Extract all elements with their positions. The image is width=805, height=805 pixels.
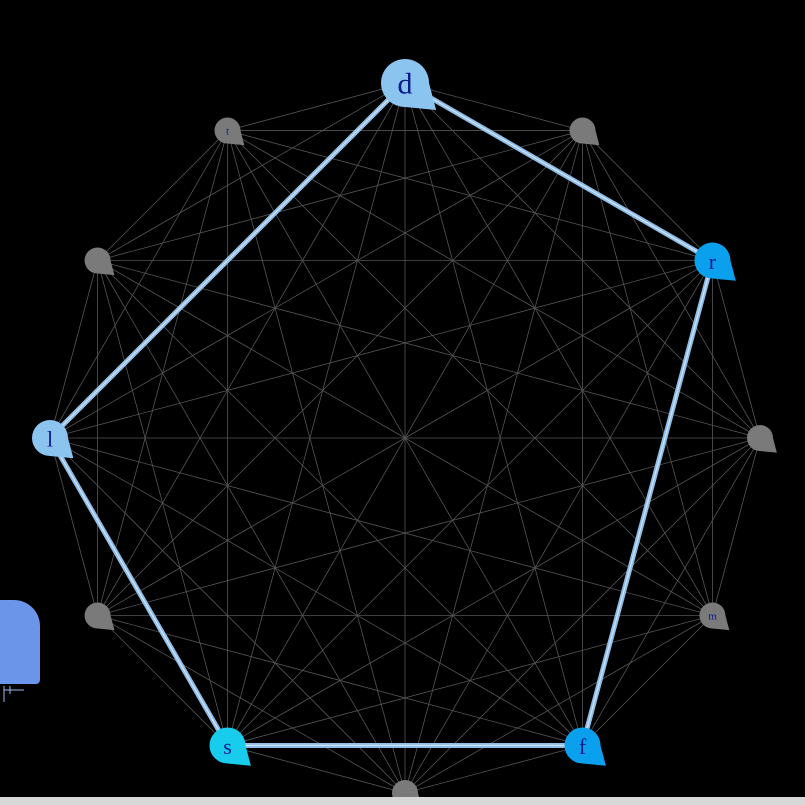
graph-edge [49,260,98,439]
graph-edge [227,745,406,794]
graph-edge [97,130,228,261]
node-shape [84,247,115,276]
node-label: l [47,427,53,452]
complete-graph-edges [49,82,761,794]
graph-edge [49,130,228,439]
graph-edge [97,260,761,439]
side-tab-handle-icon [3,686,24,702]
graph-edge [227,130,761,439]
node-label: m [708,611,717,623]
graph-edge [227,130,713,616]
node-label: t [226,126,229,138]
side-panel-tab[interactable] [0,600,40,684]
node-shape [747,425,777,453]
graph-edge [404,130,583,794]
graph-node-l[interactable]: l [32,420,74,459]
bottom-status-bar [0,797,805,805]
node-label: f [579,734,587,759]
graph-node-r[interactable]: r [694,242,736,281]
node-label: d [398,68,413,101]
graph-edge [97,130,583,616]
node-shape [381,59,437,111]
node-shape [84,602,115,631]
node-shape [564,727,606,766]
graph-edge [582,130,713,261]
graph-node-d[interactable]: d [381,59,437,111]
graph-nodes: d r m f s l t [32,59,777,805]
graph-edge [404,745,583,794]
graph-edge [404,82,583,131]
node-shape [214,117,245,146]
graph-edge [227,130,406,794]
node-shape [209,727,251,766]
graph-node-f[interactable]: f [564,727,606,766]
node-shape [699,602,730,631]
path-edge-highlight [49,82,406,439]
highlighted-path [47,80,715,748]
node-shape [32,420,74,459]
node-shape [569,117,600,146]
path-edge-highlight [404,82,713,262]
graph-edge [97,260,583,746]
graph-edge [97,615,228,746]
graph-edge [227,130,713,261]
graph-node-t[interactable]: t [214,117,245,146]
graph-edge [49,437,98,616]
node-shape [694,242,736,281]
graph-edge [582,615,713,746]
graph-edge [97,130,228,616]
node-label: s [223,734,232,759]
graph-edge [49,437,713,616]
graph-edge [227,260,713,746]
graph-edge [97,260,228,746]
graph-edge [97,615,406,794]
graph-node[interactable] [569,117,600,146]
path-edge-highlight [581,260,714,746]
graph-node[interactable] [747,425,777,453]
path-edge-highlight [49,437,229,746]
graph-edge [712,437,761,616]
graph-node-s[interactable]: s [209,727,251,766]
graph-node[interactable] [84,247,115,276]
graph-edge [49,437,583,746]
graph-edge [97,437,761,616]
graph-edge [227,82,406,746]
graph-edge [227,130,583,746]
graph-node[interactable] [84,602,115,631]
graph-edge [227,82,406,131]
graph-node-m[interactable]: m [699,602,730,631]
node-label: r [709,249,717,274]
graph-edge [49,260,713,439]
graph-edge [97,260,406,794]
graph-edge [712,260,761,439]
graph-edge [404,82,583,746]
